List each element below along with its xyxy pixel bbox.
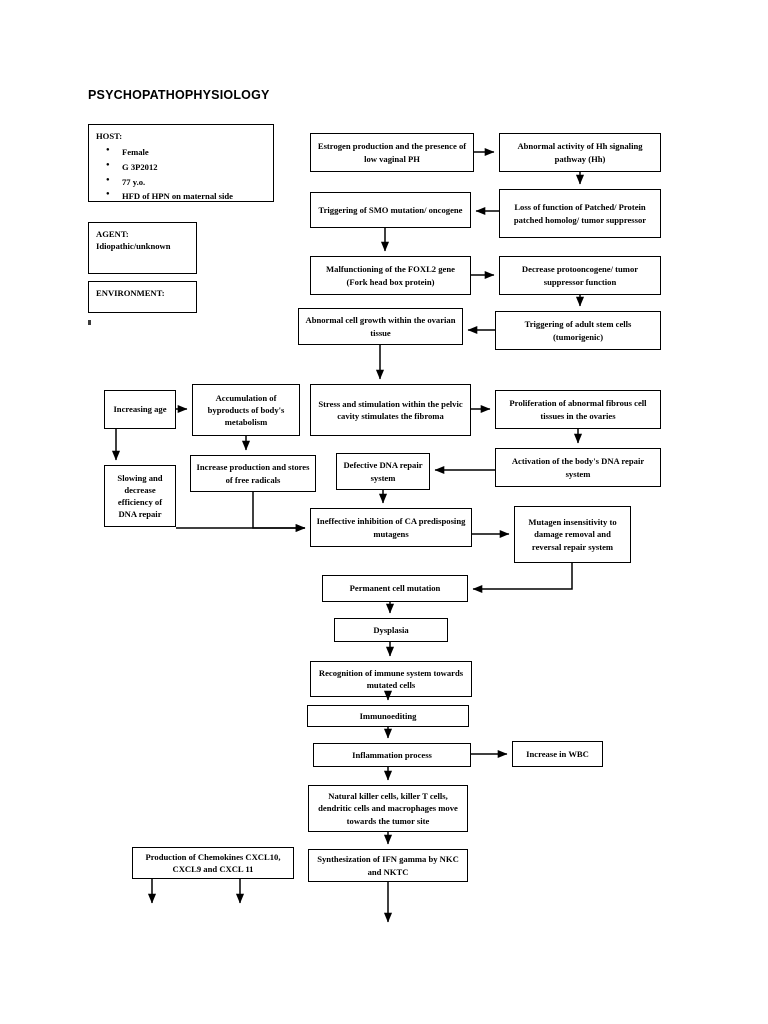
node-nk-cells: Natural killer cells, killer T cells, de… (308, 785, 468, 832)
node-free-radicals: Increase production and stores of free r… (190, 455, 316, 492)
host-item: G 3P2012 (106, 161, 266, 173)
node-byproducts: Accumulation of byproducts of body's met… (192, 384, 300, 436)
agent-label: AGENT: (96, 229, 129, 239)
arrow-radicals-to-ineffective (252, 492, 306, 533)
node-dysplasia: Dysplasia (334, 618, 448, 642)
node-increasing-age: Increasing age (104, 390, 176, 429)
node-abnormal-growth: Abnormal cell growth within the ovarian … (298, 308, 463, 345)
environment-box: ENVIRONMENT: (88, 281, 197, 313)
node-inflammation: Inflammation process (313, 743, 471, 767)
host-item: HFD of HPN on maternal side (106, 190, 266, 202)
host-item-list: Female G 3P2012 77 y.o. HFD of HPN on ma… (96, 146, 266, 202)
node-estrogen: Estrogen production and the presence of … (310, 133, 474, 172)
stray-mark (88, 320, 91, 325)
page-title: PSYCHOPATHOPHYSIOLOGY (88, 88, 270, 102)
agent-box: AGENT: Idiopathic/unknown (88, 222, 197, 274)
node-patched: Loss of function of Patched/ Protein pat… (499, 189, 661, 238)
host-item: Female (106, 146, 266, 158)
node-chemokines: Production of Chemokines CXCL10, CXCL9 a… (132, 847, 294, 879)
node-immunoediting: Immunoediting (307, 705, 469, 727)
node-stem-cells: Triggering of adult stem cells (tumorige… (495, 311, 661, 350)
node-recognition: Recognition of immune system towards mut… (310, 661, 472, 697)
node-wbc: Increase in WBC (512, 741, 603, 767)
host-box: HOST: Female G 3P2012 77 y.o. HFD of HPN… (88, 124, 274, 202)
node-permanent: Permanent cell mutation (322, 575, 468, 602)
host-item: 77 y.o. (106, 176, 266, 188)
node-defective-dna: Defective DNA repair system (336, 453, 430, 490)
node-hh-pathway: Abnormal activity of Hh signaling pathwa… (499, 133, 661, 172)
node-protooncogene: Decrease protooncogene/ tumor suppressor… (499, 256, 661, 295)
node-ineffective: Ineffective inhibition of CA predisposin… (310, 508, 472, 547)
agent-value: Idiopathic/unknown (96, 241, 171, 252)
host-label: HOST: (96, 131, 123, 141)
node-foxl2: Malfunctioning of the FOXL2 gene (Fork h… (310, 256, 471, 295)
node-stress: Stress and stimulation within the pelvic… (310, 384, 471, 436)
node-mutagen: Mutagen insensitivity to damage removal … (514, 506, 631, 563)
node-smo: Triggering of SMO mutation/ oncogene (310, 192, 471, 228)
node-proliferation: Proliferation of abnormal fibrous cell t… (495, 390, 661, 429)
node-ifn: Synthesization of IFN gamma by NKC and N… (308, 849, 468, 882)
node-activation-dna: Activation of the body's DNA repair syst… (495, 448, 661, 487)
environment-label: ENVIRONMENT: (96, 288, 165, 298)
node-slowing: Slowing and decrease efficiency of DNA r… (104, 465, 176, 527)
arrow-mutagen-to-permanent (472, 563, 573, 594)
